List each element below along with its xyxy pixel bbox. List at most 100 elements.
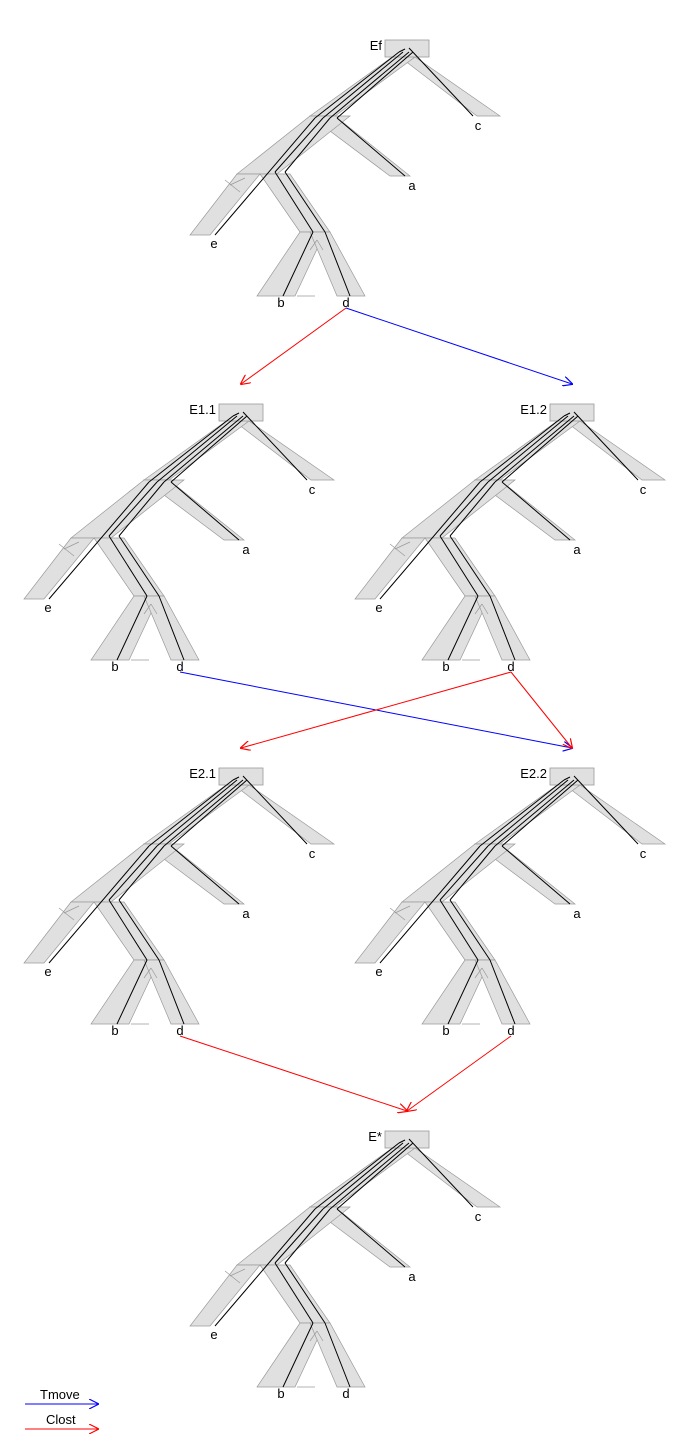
leaf-label-d: d (176, 659, 183, 674)
edge-clost-e21-estar (179, 1035, 407, 1111)
tree-label-ef: Ef (370, 38, 383, 53)
leaf-label-b: b (111, 659, 118, 674)
gene-line-tick2 (316, 1330, 324, 1342)
branch-internal-inner (400, 843, 517, 903)
gene-line-e (214, 117, 316, 236)
leaf-label-b: b (277, 1386, 284, 1401)
gene-line-1 (148, 779, 234, 847)
gene-line-b (116, 595, 148, 661)
gene-line-a (336, 117, 406, 177)
branch-root-c (398, 56, 502, 117)
gene-line-5 (108, 845, 158, 901)
leaf-label-c: c (309, 846, 316, 861)
gene-line-7 (108, 899, 148, 961)
gene-line-6 (449, 845, 496, 901)
gene-line-6 (118, 845, 165, 901)
gene-line-root-a (232, 412, 240, 417)
gene-line-8 (449, 535, 491, 597)
leaf-label-b: b (277, 295, 284, 310)
gene-line-tick4 (63, 541, 80, 550)
leaf-label-b: b (111, 1023, 118, 1038)
gene-line-4 (336, 51, 414, 119)
edge-clost-e12-e22 (510, 671, 572, 748)
root-box (549, 767, 595, 786)
gene-line-7 (108, 535, 148, 597)
gene-line-b (447, 595, 479, 661)
gene-line-c (573, 775, 639, 845)
branch-root-c (563, 784, 667, 845)
leaf-label-c: c (640, 482, 647, 497)
branch-root-c (232, 784, 336, 845)
leaf-label-a: a (573, 542, 581, 557)
gene-line-e (48, 481, 150, 600)
edge-tmove-ef-e12 (345, 307, 572, 384)
gene-line-5 (274, 117, 324, 173)
gene-line-1 (314, 51, 400, 119)
branch-inner-e (23, 901, 95, 964)
leaf-label-e: e (375, 600, 382, 615)
leaf-label-e: e (210, 236, 217, 251)
branch-root-c (232, 420, 336, 481)
gene-line-2 (322, 51, 404, 119)
gene-line-tick (143, 603, 152, 615)
gene-line-d (489, 959, 516, 1025)
tree-label-e22: E2.2 (520, 766, 547, 781)
leaf-label-c: c (309, 482, 316, 497)
branch-internal-inner (69, 479, 186, 539)
gene-line-tick (143, 967, 152, 979)
root-box (384, 39, 430, 58)
branch-root-c (563, 420, 667, 481)
gene-line-tick2 (316, 239, 324, 251)
branch-inner-e (23, 537, 95, 600)
gene-line-tick2 (481, 603, 489, 615)
gene-line-8 (118, 535, 160, 597)
gene-line-tick2 (150, 603, 158, 615)
gene-line-tick (474, 603, 483, 615)
leaf-label-a: a (242, 542, 250, 557)
gene-line-2 (156, 415, 238, 483)
gene-line-c (408, 1138, 474, 1208)
gene-line-6 (118, 481, 165, 537)
gene-line-c (242, 775, 308, 845)
gene-line-a (501, 845, 571, 905)
gene-line-3 (329, 51, 410, 119)
gene-line-6 (449, 481, 496, 537)
leaf-label-e: e (375, 964, 382, 979)
gene-line-2 (487, 415, 569, 483)
gene-line-root-a (398, 1139, 406, 1144)
gene-line-3 (494, 779, 575, 847)
gene-line-a (336, 1208, 406, 1268)
gene-line-tick4 (229, 1268, 246, 1277)
branch-internal-inner (235, 115, 352, 175)
leaf-label-c: c (475, 118, 482, 133)
leaf-label-e: e (44, 964, 51, 979)
gene-line-4 (170, 779, 248, 847)
leaf-label-e: e (44, 600, 51, 615)
root-box (218, 767, 264, 786)
root-box (384, 1130, 430, 1149)
gene-line-7 (439, 899, 479, 961)
gene-line-d (489, 595, 516, 661)
gene-line-d (324, 1322, 351, 1388)
leaf-label-d: d (507, 1023, 514, 1038)
gene-line-tick (309, 239, 318, 251)
gene-line-a (170, 845, 240, 905)
gene-line-1 (148, 415, 234, 483)
gene-line-7 (274, 171, 314, 233)
tree-label-estar: E* (368, 1129, 382, 1144)
gene-line-tick4 (394, 541, 411, 550)
gene-line-7 (274, 1262, 314, 1324)
leaf-label-b: b (442, 1023, 449, 1038)
gene-line-root-a (232, 776, 240, 781)
branch-root-c (398, 1147, 502, 1208)
legend-tmove-label: Tmove (40, 1387, 80, 1402)
gene-line-tick4 (394, 905, 411, 914)
gene-line-8 (284, 171, 326, 233)
gene-line-d (158, 595, 185, 661)
gene-line-a (501, 481, 571, 541)
branch-inner-e (189, 173, 261, 236)
gene-line-2 (322, 1142, 404, 1210)
